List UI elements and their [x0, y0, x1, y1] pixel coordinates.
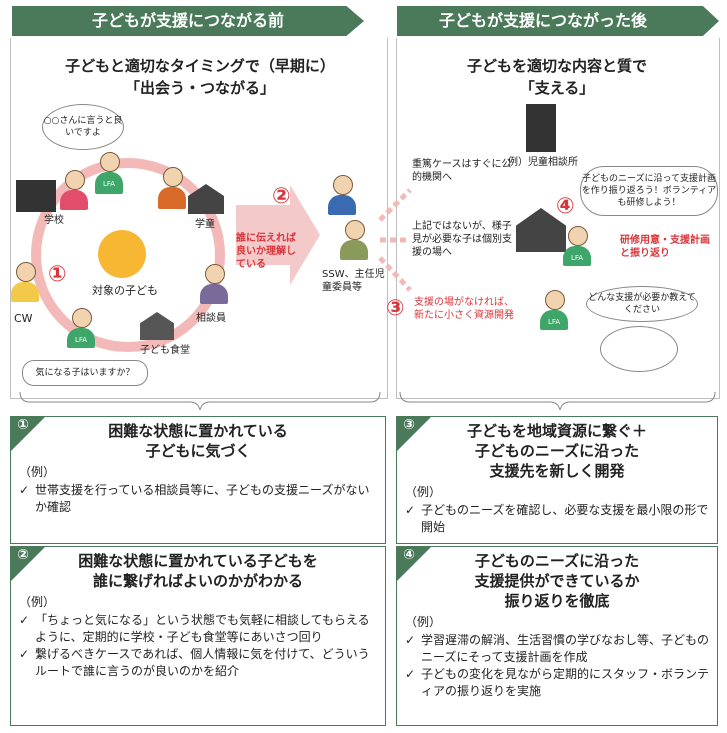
- ssw-person-2-icon: [345, 220, 365, 240]
- box-2-item-2: 繋げるべきケースであれば、個人情報に気を付けて、どういうルートで誰に言うのが良い…: [19, 646, 379, 680]
- num-1: ①: [48, 262, 67, 287]
- box-1-num: ①: [17, 417, 29, 433]
- label-gakudou: 学童: [195, 219, 215, 230]
- box-3-corner: [397, 417, 431, 451]
- school-building-icon: [16, 180, 56, 212]
- lfa-person-top-icon: [100, 152, 120, 172]
- box-1: ① 困難な状態に置かれている 子どもに気づく （例） 世帯支援を行っている相談員…: [10, 416, 386, 544]
- elder-person-icon: [163, 167, 183, 187]
- target-child-icon: [98, 230, 146, 278]
- box-4: ④ 子どものニーズに沿った 支援提供ができているか 振り返りを徹底 （例） 学習…: [396, 546, 718, 726]
- lfa-badge-right: LFA: [566, 254, 588, 263]
- left-heading-2: 「出会う・つながる」: [124, 79, 275, 97]
- box-4-corner: [397, 547, 431, 581]
- box-3: ③ 子どもを地域資源に繋ぐ＋ 子どものニーズに沿った 支援先を新しく開発 （例）…: [396, 416, 718, 544]
- box-2-num: ②: [17, 547, 29, 563]
- box-2-corner: [11, 547, 45, 581]
- lfa-person-bottom-icon: [72, 308, 92, 328]
- cw-person-icon: [16, 262, 36, 282]
- banner-after: 子どもが支援につながった後: [397, 6, 719, 36]
- box-1-corner: [11, 417, 45, 451]
- ssw-person-1-icon: [333, 175, 353, 195]
- normal-text: 上記ではないが、様子見が必要な子は個別支援の場へ: [412, 221, 512, 258]
- box-2: ② 困難な状態に置かれている子どもを 誰に繋げればよいのかがわかる （例） 「ち…: [10, 546, 386, 726]
- label-jidou: 例）児童相談所: [508, 157, 578, 168]
- lfa-badge-bottom: LFA: [70, 336, 92, 345]
- box-4-num: ④: [403, 547, 415, 563]
- left-panel: [10, 38, 388, 399]
- bubble-bottom: 気になる子はいますか？: [22, 360, 148, 386]
- label-target-child: 対象の子ども: [92, 284, 158, 297]
- box-1-ex: （例）: [19, 465, 56, 479]
- label-soudanin: 相談員: [196, 313, 226, 324]
- box-2-title: 困難な状態に置かれている子どもを 誰に繋げればよいのかがわかる: [78, 552, 318, 590]
- lfa-badge-top: LFA: [98, 180, 120, 189]
- label-school: 学校: [44, 215, 64, 226]
- step2-text: 誰に伝えれば良いか理解している: [236, 233, 296, 270]
- banner-after-label: 子どもが支援につながった後: [439, 11, 648, 30]
- bubble-top: ○○さんに言うと良いですよ: [42, 104, 124, 150]
- bubble-4: 子どものニーズに沿って支援計画を作り振り返ろう！ボランティアも研修しよう！: [580, 166, 718, 216]
- soudanin-person-body: [200, 284, 228, 304]
- lfa-person-right2-icon: [545, 290, 565, 310]
- box-3-ex: （例）: [405, 485, 442, 499]
- label-shokudo: 子ども食堂: [140, 345, 190, 356]
- person-school-body: [60, 190, 88, 210]
- cw-person-body: [11, 282, 39, 302]
- num-4: ④: [556, 194, 575, 219]
- soudanin-person-icon: [205, 264, 225, 284]
- jidou-building-icon: [526, 104, 556, 152]
- serious-text: 重篤ケースはすぐに公的機関へ: [412, 159, 512, 183]
- box-4-item-1: 学習遅滞の解消、生活習慣の学びなおし等、子どものニーズにそって支援計画を作成: [405, 632, 711, 666]
- label-cw: CW: [14, 312, 33, 325]
- box-3-item-1: 子どものニーズを確認し、必要な支援を最小限の形で開始: [405, 502, 711, 536]
- banner-before: 子どもが支援につながる前: [12, 6, 364, 36]
- box-2-ex: （例）: [19, 595, 56, 609]
- num-2: ②: [272, 184, 291, 209]
- box-3-num: ③: [403, 417, 415, 433]
- right-heading-1: 子どもを適切な内容と質で: [466, 57, 647, 75]
- box-1-title: 困難な状態に置かれている 子どもに気づく: [108, 422, 288, 460]
- box-3-title: 子どもを地域資源に繋ぐ＋ 子どものニーズに沿った 支援先を新しく開発: [466, 422, 647, 480]
- box-4-ex: （例）: [405, 615, 442, 629]
- resource-icons-cloud: [600, 326, 678, 372]
- box-2-item-1: 「ちょっと気になる」という状態でも気軽に相談してもらえるように、定期的に学校・子…: [19, 612, 379, 646]
- lfa-badge-right2: LFA: [543, 318, 565, 327]
- lfa-person-right-icon: [568, 226, 588, 246]
- box-4-item-2: 子どもの変化を見ながら定期的にスタッフ・ボランティアの振り返りを実施: [405, 666, 711, 700]
- bubble-3: どんな支援が必要か教えてください: [586, 286, 698, 322]
- person-school-icon: [65, 170, 85, 190]
- banner-before-label: 子どもが支援につながる前: [92, 11, 285, 30]
- num-3: ③: [386, 296, 405, 321]
- kenshu-text: 研修用意・支援計画と振り返り: [620, 235, 710, 259]
- left-heading-1: 子どもと適切なタイミングで（早期に）: [65, 57, 335, 75]
- box-4-title: 子どものニーズに沿った 支援提供ができているか 振り返りを徹底: [474, 552, 640, 610]
- elder-person-body: [158, 187, 186, 209]
- ssw-person-2-body: [340, 240, 368, 260]
- right-heading-2: 「支える」: [519, 79, 595, 97]
- right-panel: [396, 38, 720, 399]
- ssw-person-1-body: [328, 195, 356, 215]
- label-ssw: SSW、主任児童委員等: [322, 269, 385, 293]
- box-1-item-1: 世帯支援を行っている相談員等に、子どもの支援ニーズがないか確認: [19, 482, 379, 516]
- no-place-text: 支援の場がなければ、新たに小さく資源開発: [414, 297, 514, 321]
